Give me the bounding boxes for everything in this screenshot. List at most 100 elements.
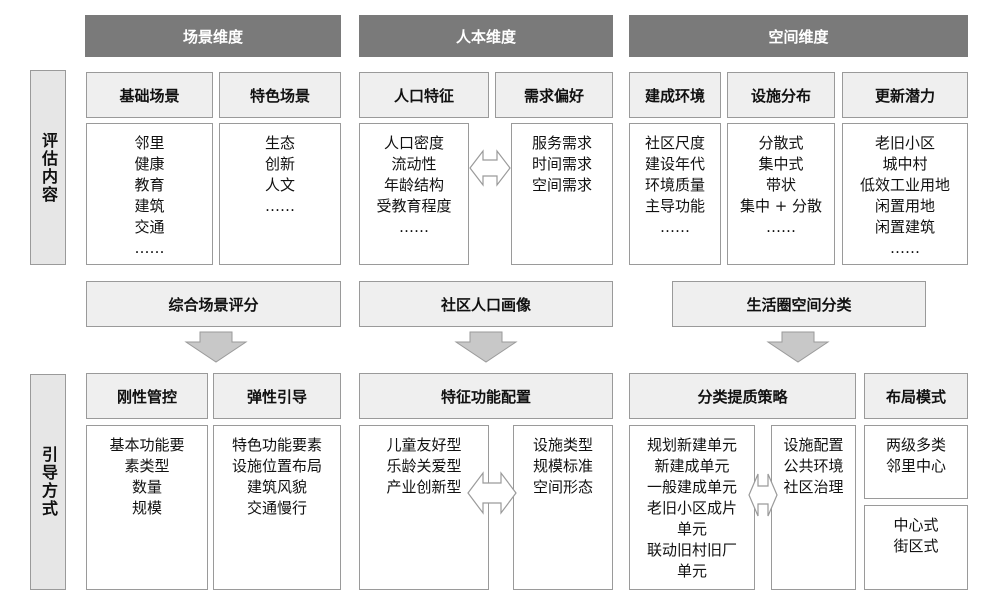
list-item: 设施位置布局 (231, 457, 322, 475)
list-item: 环境质量 (644, 176, 705, 194)
list-item: 邻里中心 (885, 457, 946, 475)
list-item: 建筑风貌 (246, 478, 307, 496)
list-item: 空间形态 (532, 478, 593, 496)
double-arrow-icon (467, 471, 517, 515)
list-item: 受教育程度 (376, 197, 452, 215)
list-item: 集中式 (758, 155, 804, 173)
list-item: 单元 (676, 562, 707, 580)
double-arrow-icon (469, 149, 511, 187)
list-item: 社区尺度 (644, 134, 705, 152)
list-item: 闲置用地 (874, 197, 935, 215)
list-item: 集中 + 分散 (739, 197, 823, 215)
list-item: 城中村 (882, 155, 928, 173)
list-item: 乐龄关爱型 (386, 457, 462, 475)
list-item: 服务需求 (531, 134, 592, 152)
list-item: 时间需求 (531, 155, 592, 173)
cat-special-scene: 特色场景 (219, 72, 341, 118)
list-item: 特色功能要素 (231, 436, 322, 454)
cat-rigid-control: 刚性管控 (86, 373, 208, 419)
items-special-scene: 生态 创新 人文 …… (219, 123, 341, 265)
list-item: …… (766, 218, 796, 236)
list-item: 单元 (676, 520, 707, 538)
list-item: 规划新建单元 (646, 436, 737, 454)
cat-strategy: 分类提质策略 (629, 373, 856, 419)
list-item: 邻里 (134, 134, 165, 152)
list-item: 流动性 (391, 155, 437, 173)
items-population: 人口密度 流动性 年龄结构 受教育程度 …… (359, 123, 469, 265)
items-feature-type: 儿童友好型 乐龄关爱型 产业创新型 (359, 425, 489, 590)
side-label-guide: 引导方式 (30, 374, 66, 590)
list-item: 基本功能要 (109, 436, 185, 454)
list-item: 分散式 (758, 134, 804, 152)
summary-population-portrait: 社区人口画像 (359, 281, 613, 327)
list-item: …… (134, 239, 165, 257)
list-item: 老旧小区 (874, 134, 935, 152)
items-basic-scene: 邻里 健康 教育 建筑 交通 …… (86, 123, 213, 265)
cat-renewal: 更新潜力 (842, 72, 968, 118)
list-item: 中心式 (893, 516, 939, 534)
list-item: 创新 (264, 155, 295, 173)
summary-scene-score: 综合场景评分 (86, 281, 341, 327)
list-item: …… (660, 218, 690, 236)
list-item: 带状 (765, 176, 796, 194)
list-item: 设施类型 (532, 436, 593, 454)
list-item: 建设年代 (644, 155, 705, 173)
list-item: 交通慢行 (246, 499, 307, 517)
items-flex-guide: 特色功能要素 设施位置布局 建筑风貌 交通慢行 (213, 425, 341, 590)
list-item: 人口密度 (383, 134, 444, 152)
list-item: 主导功能 (644, 197, 705, 215)
cat-built-env: 建成环境 (629, 72, 721, 118)
list-item: 设施配置 (783, 436, 844, 454)
list-item: 联动旧村旧厂 (646, 541, 737, 559)
items-demand: 服务需求 时间需求 空间需求 (511, 123, 613, 265)
items-layout-b: 中心式 街区式 (864, 505, 968, 590)
list-item: 低效工业用地 (859, 176, 950, 194)
items-strategy-focus: 设施配置 公共环境 社区治理 (771, 425, 856, 590)
list-item: 空间需求 (531, 176, 592, 194)
list-item: 公共环境 (783, 457, 844, 475)
header-scene: 场景维度 (85, 15, 341, 57)
cat-feature-config: 特征功能配置 (359, 373, 613, 419)
list-item: 健康 (134, 155, 165, 173)
items-feature-spec: 设施类型 规模标准 空间形态 (513, 425, 613, 590)
cat-layout-mode: 布局模式 (864, 373, 968, 419)
list-item: 生态 (264, 134, 295, 152)
header-space: 空间维度 (629, 15, 968, 57)
cat-facility-dist: 设施分布 (727, 72, 835, 118)
cat-population: 人口特征 (359, 72, 489, 118)
header-human: 人本维度 (359, 15, 613, 57)
list-item: 建筑 (134, 197, 165, 215)
list-item: 规模标准 (532, 457, 593, 475)
list-item: 数量 (131, 478, 162, 496)
list-item: 新建成单元 (654, 457, 730, 475)
double-arrow-icon (748, 473, 778, 517)
items-facility-dist: 分散式 集中式 带状 集中 + 分散 …… (727, 123, 835, 265)
summary-space-class: 生活圈空间分类 (672, 281, 926, 327)
cat-basic-scene: 基础场景 (86, 72, 213, 118)
items-layout-a: 两级多类 邻里中心 (864, 425, 968, 499)
list-item: 素类型 (124, 457, 170, 475)
list-item: 儿童友好型 (386, 436, 462, 454)
items-rigid-control: 基本功能要 素类型 数量 规模 (86, 425, 208, 590)
list-item: 年龄结构 (383, 176, 444, 194)
list-item: 规模 (131, 499, 162, 517)
down-arrow-icon (184, 331, 248, 363)
list-item: 教育 (134, 176, 165, 194)
list-item: 社区治理 (783, 478, 844, 496)
items-built-env: 社区尺度 建设年代 环境质量 主导功能 …… (629, 123, 721, 265)
list-item: …… (265, 197, 295, 215)
list-item: 两级多类 (885, 436, 946, 454)
list-item: 人文 (264, 176, 295, 194)
list-item: 交通 (134, 218, 165, 236)
list-item: …… (399, 218, 429, 236)
items-strategy-units: 规划新建单元 新建成单元 一般建成单元 老旧小区成片 单元 联动旧村旧厂 单元 (629, 425, 755, 590)
cat-demand: 需求偏好 (495, 72, 613, 118)
list-item: 闲置建筑 (874, 218, 935, 236)
list-item: …… (890, 239, 920, 257)
down-arrow-icon (766, 331, 830, 363)
items-renewal: 老旧小区 城中村 低效工业用地 闲置用地 闲置建筑 …… (842, 123, 968, 265)
list-item: 一般建成单元 (646, 478, 737, 496)
list-item: 产业创新型 (386, 478, 462, 496)
cat-flex-guide: 弹性引导 (213, 373, 341, 419)
side-label-evaluate: 评估内容 (30, 70, 66, 265)
